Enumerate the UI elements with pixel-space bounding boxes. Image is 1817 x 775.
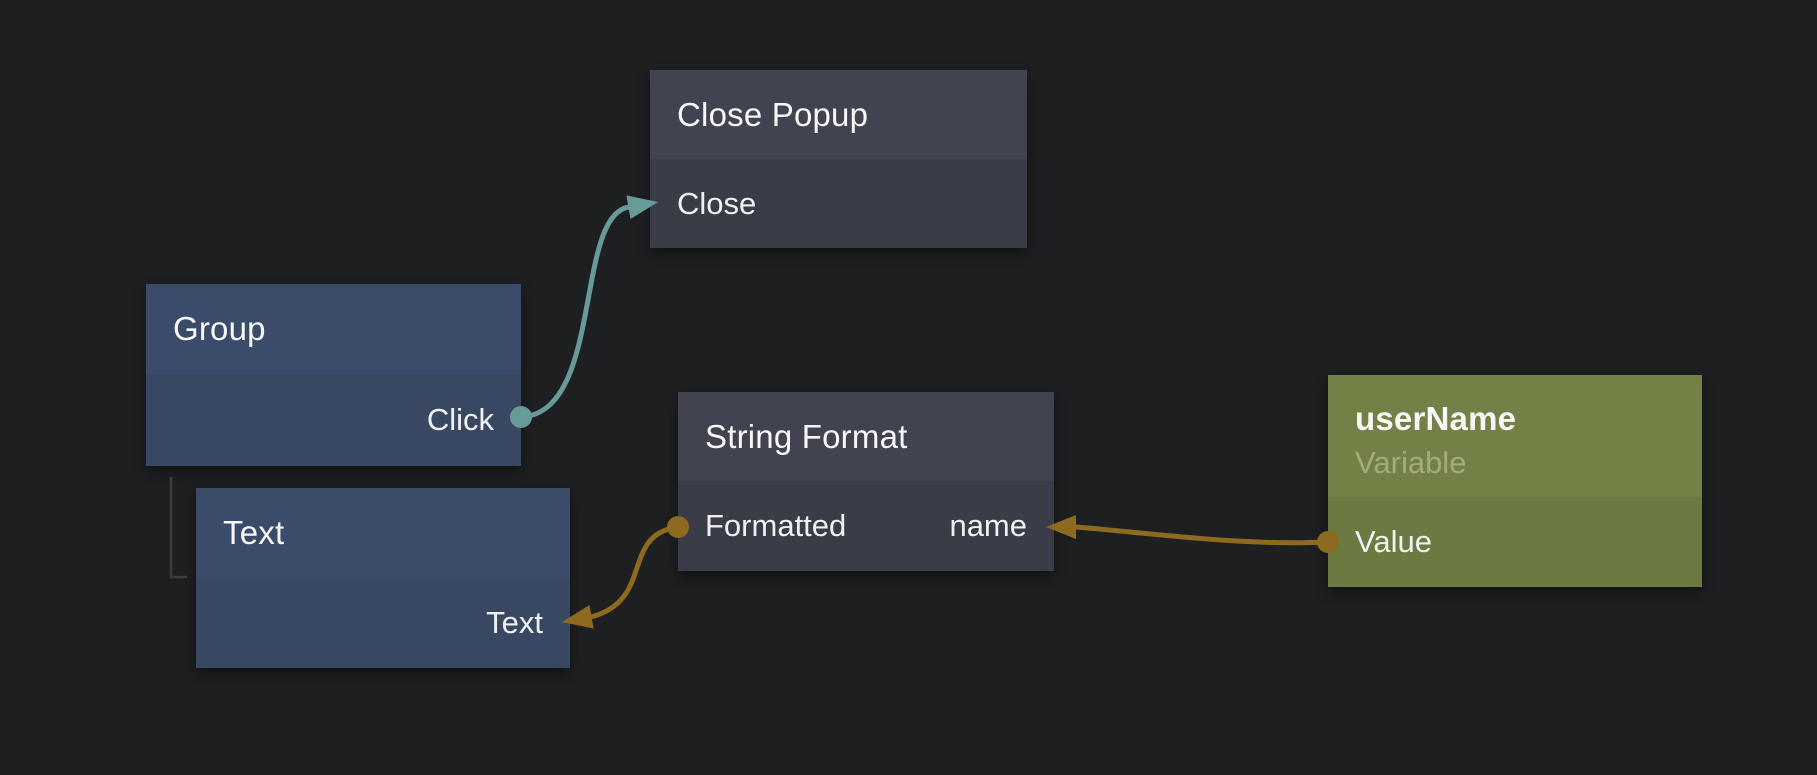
port-text[interactable]: Text	[486, 605, 543, 640]
node-group-body: Click	[146, 374, 521, 466]
port-value[interactable]: Value	[1355, 524, 1432, 559]
wire-string-format-formatted-to-text-text[interactable]	[560, 516, 689, 634]
node-text-header[interactable]: Text	[196, 488, 570, 578]
node-username-header[interactable]: userName Variable	[1328, 375, 1702, 497]
node-username-body: Value	[1328, 497, 1702, 587]
wire-username-value-to-string-format-name[interactable]	[1046, 515, 1339, 553]
port-formatted[interactable]: Formatted	[705, 508, 847, 543]
node-text[interactable]: Text Text	[196, 488, 570, 668]
port-name[interactable]: name	[949, 508, 1027, 543]
wire-group-click-to-close-popup-close[interactable]	[510, 190, 660, 428]
port-click[interactable]: Click	[426, 402, 494, 437]
node-subtitle: Variable	[1355, 444, 1467, 480]
node-string-format-header[interactable]: String Format	[678, 392, 1054, 481]
node-group-header[interactable]: Group	[146, 284, 521, 374]
node-close-popup-header[interactable]: Close Popup	[650, 70, 1027, 159]
node-title: Group	[173, 310, 266, 347]
node-string-format[interactable]: String Format Formatted name	[678, 392, 1054, 571]
node-username-variable[interactable]: userName Variable Value	[1328, 375, 1702, 587]
node-title: Text	[223, 514, 285, 551]
node-title: String Format	[705, 417, 908, 455]
node-string-format-body: Formatted name	[678, 481, 1054, 571]
node-text-body: Text	[196, 578, 570, 668]
node-title: Close Popup	[677, 95, 869, 133]
node-title: userName	[1355, 399, 1517, 437]
node-close-popup-body: Close	[650, 159, 1027, 248]
node-group[interactable]: Group Click	[146, 284, 521, 466]
node-close-popup[interactable]: Close Popup Close	[650, 70, 1027, 248]
port-close[interactable]: Close	[677, 185, 757, 221]
hierarchy-connector-group-text	[169, 477, 187, 579]
